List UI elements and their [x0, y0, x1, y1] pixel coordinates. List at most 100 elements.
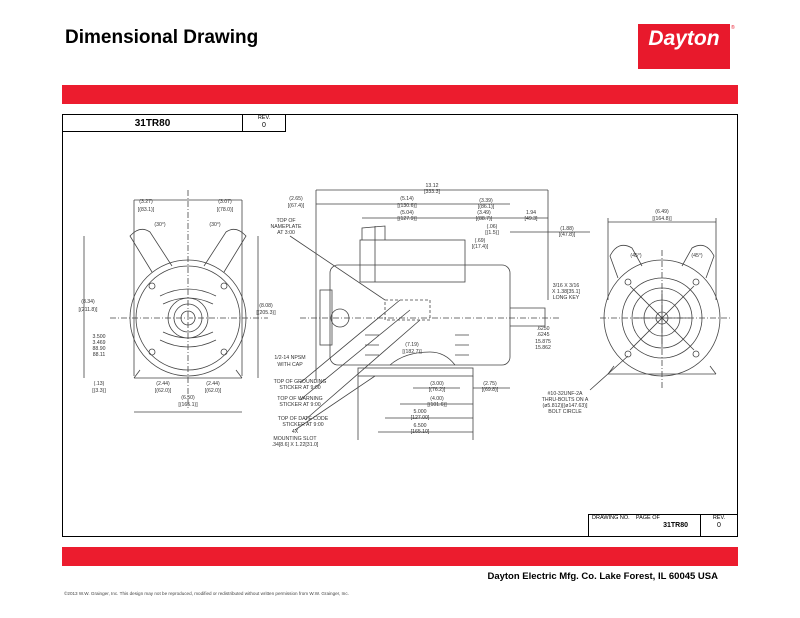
dimension-label: [(165.1)]: [178, 402, 198, 408]
dimension-label: 4X: [292, 429, 299, 435]
dimension-label: [(62.0)]: [155, 388, 172, 394]
dimension-label: TOP OF WARNING: [277, 396, 322, 402]
dimension-label: (7.19): [405, 342, 419, 348]
bottom-red-bar: [62, 547, 738, 566]
dimension-label: (30°): [209, 222, 221, 228]
dimension-label: AT 3:00: [277, 230, 295, 236]
dimension-label: [(182.7)]: [402, 349, 422, 355]
dimension-label: (.69): [475, 238, 486, 244]
dimension-label: [(205.3)]: [256, 310, 276, 316]
dimension-label: [(47.8)]: [559, 232, 576, 238]
dimension-label: [(67.4)]: [288, 203, 305, 209]
rev-value: 0: [262, 122, 266, 129]
right-end-view: [589, 218, 730, 391]
dimension-label: NAMEPLATE: [270, 224, 302, 230]
dimension-label: (3.07): [218, 199, 232, 205]
page-title: Dimensional Drawing: [65, 27, 259, 48]
dimension-label: (ø5.812)[(ø147.63)]: [543, 403, 589, 409]
rev-header: REV. 0: [242, 114, 286, 132]
dimension-label: [(88.7)]: [476, 216, 493, 222]
dimension-label: [333.3]: [424, 189, 440, 195]
dimension-label: (3.27): [139, 199, 153, 205]
dimension-label: 5.000: [414, 409, 427, 415]
dimension-label: .6245: [537, 332, 550, 338]
dimension-label: WITH CAP: [277, 362, 303, 368]
dimension-label: [(69.8)]: [482, 387, 499, 393]
dimension-label: 15.875: [535, 339, 551, 345]
dimension-label: [(130.6)]: [397, 203, 417, 209]
dimension-label: (3.49): [477, 210, 491, 216]
dimension-label: (1.88): [560, 226, 574, 232]
dimension-label: .34[8.6] X 1.22[31.0]: [272, 442, 319, 448]
dimension-label: MOUNTING SLOT: [273, 436, 317, 442]
dimension-label: (.13): [94, 381, 105, 387]
dimension-label: 13.12: [426, 183, 439, 189]
dimension-label: (2.44): [206, 381, 220, 387]
dimension-label: 1/2-14 NPSM: [274, 355, 305, 361]
dimension-label: [(76.2)]: [429, 387, 446, 393]
dimension-label: (8.08): [259, 303, 273, 309]
dimension-label: (30°): [154, 222, 166, 228]
dimension-label: [(164.8)]: [652, 216, 672, 222]
dimension-label: 88.90: [93, 346, 106, 352]
company-address: Dayton Electric Mfg. Co. Lake Forest, IL…: [487, 571, 718, 582]
registered-mark: ®: [731, 25, 735, 31]
dimension-label: [(83.1)]: [138, 207, 155, 213]
dimension-label: 15.862: [535, 345, 551, 351]
dimension-label: [(1.5)]: [485, 230, 499, 236]
dimension-label: BOLT CIRCLE: [548, 409, 582, 415]
dimension-label: .6250: [537, 326, 550, 332]
dimension-label: [165.10]: [411, 429, 430, 435]
dimension-label: 1.94: [526, 210, 536, 216]
dimension-label: 88.11: [93, 352, 106, 358]
drawing-no-value: 31TR80: [663, 522, 688, 529]
dimension-label: (5.14): [400, 196, 414, 202]
dimension-label: TOP OF GROUNDING: [274, 379, 327, 385]
dimension-label: X 1.38[35.1]: [552, 289, 581, 295]
title-block-rev-label: REV.: [712, 515, 726, 521]
dimension-label: (5.04): [400, 210, 414, 216]
dimension-label: (2.44): [156, 381, 170, 387]
dimension-label: [(17.4)]: [472, 244, 489, 250]
dimension-label: THRU-BOLTS ON A: [542, 397, 589, 403]
title-block-rev-value: 0: [717, 522, 721, 529]
dimension-label: (6.49): [655, 209, 669, 215]
page-of-label: PAGE OF: [635, 515, 660, 521]
dimension-label: (6.50): [181, 395, 195, 401]
dimension-label: 3/16 X 3/16: [553, 283, 580, 289]
side-view: [289, 189, 590, 440]
rev-label: REV.: [257, 115, 271, 121]
dimension-label: 3.469: [93, 340, 106, 346]
dimension-label: (2.75): [483, 381, 497, 387]
dayton-logo: Dayton: [638, 24, 730, 69]
dimension-label: [127.00]: [411, 415, 430, 421]
dimension-label: TOP OF: [276, 218, 295, 224]
top-red-bar: [62, 85, 738, 104]
dimension-label: [(3.3)]: [92, 388, 106, 394]
dimension-label: [(101.6)]: [427, 402, 447, 408]
drawing-frame: [62, 114, 738, 537]
dimension-label: [(211.8)]: [79, 307, 98, 313]
dimension-label: (.06): [487, 224, 498, 230]
dimension-label: #10-32UNF-2A: [548, 391, 583, 397]
dimension-label: (45°): [630, 253, 642, 259]
dimension-label: (3.00): [430, 381, 444, 387]
dimension-label: [(86.1)]: [478, 204, 495, 210]
left-end-view: [83, 190, 268, 413]
dimension-label: STICKER AT 9:00: [282, 422, 323, 428]
title-block-rev: REV. 0: [700, 514, 738, 537]
dimension-label: (45°): [691, 253, 703, 259]
dimension-labels: (3.27) [(83.1)] (3.07) [(78.0)] (30°) (30°) (8…: [79, 183, 703, 448]
dimension-label: [(62.0)]: [205, 388, 222, 394]
dimension-label: LONG KEY: [553, 295, 580, 301]
drawing-no-label: DRAWING NO.: [592, 515, 630, 521]
dimension-label: STICKER AT 9:00: [279, 385, 320, 391]
dimension-label: 6.500: [414, 423, 427, 429]
dimension-label: [(78.0)]: [217, 207, 234, 213]
dimension-label: [(127.9)]: [397, 216, 417, 222]
title-block-drawing-no: DRAWING NO. PAGE OF 31TR80: [588, 514, 701, 537]
copyright-notice: ©2013 W.W. Grainger, Inc. This design ma…: [64, 591, 349, 596]
dimension-label: TOP OF DATE CODE: [278, 416, 329, 422]
